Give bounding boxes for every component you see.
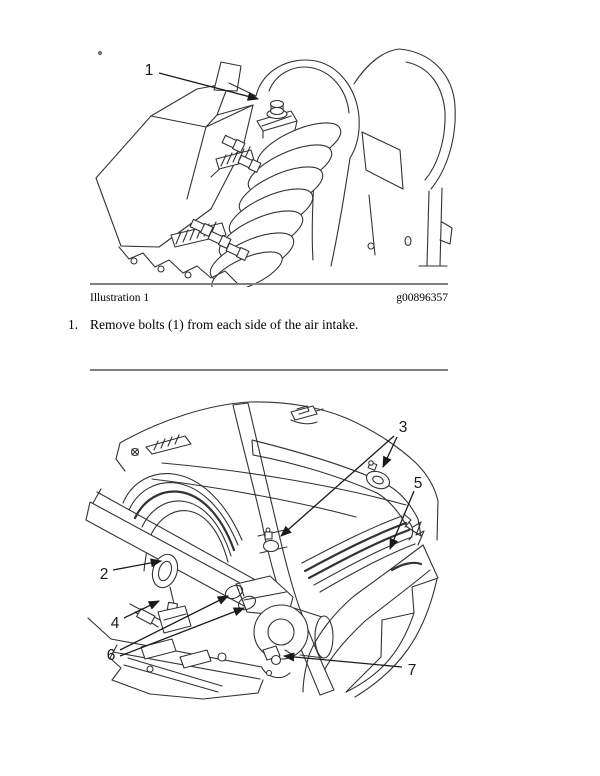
machine-body (115, 401, 439, 541)
undercarriage-parts (87, 617, 264, 700)
illustration-2: 2 3 4 5 6 7 (85, 401, 439, 700)
hose-clamps (257, 460, 391, 554)
mounting-bolt (256, 99, 298, 139)
callout-2-label: 2 (100, 566, 109, 583)
illustration-1: 1 (95, 48, 456, 287)
callouts: 2 3 4 5 6 7 (100, 419, 423, 679)
figure-caption-row: Illustration 1 g00896357 (90, 291, 448, 305)
hub-assembly (224, 575, 334, 679)
figure-divider-top (90, 283, 448, 285)
callout-1: 1 (145, 62, 260, 101)
mounting-straps (232, 402, 425, 696)
step-text: Remove bolts (1) from each side of the a… (90, 317, 359, 332)
fender (302, 544, 439, 698)
callout-6-label: 6 (107, 647, 116, 664)
fender-arch-and-post (361, 48, 456, 267)
hose-nipples (189, 134, 262, 261)
figure-id: g00896357 (396, 292, 448, 304)
figure-caption: Illustration 1 (90, 292, 150, 304)
step-number: 1. (68, 317, 79, 332)
step-1: 1. Remove bolts (1) from each side of the… (68, 316, 468, 334)
callout-3-label: 3 (399, 419, 408, 436)
callout-4-label: 4 (111, 615, 120, 632)
intake-hose-bellows (209, 122, 342, 287)
callout-7-label: 7 (408, 662, 417, 679)
callout-1-label: 1 (145, 62, 154, 79)
air-cleaner-rim (122, 473, 416, 593)
callout-5-label: 5 (414, 475, 423, 492)
section-divider (90, 369, 448, 371)
